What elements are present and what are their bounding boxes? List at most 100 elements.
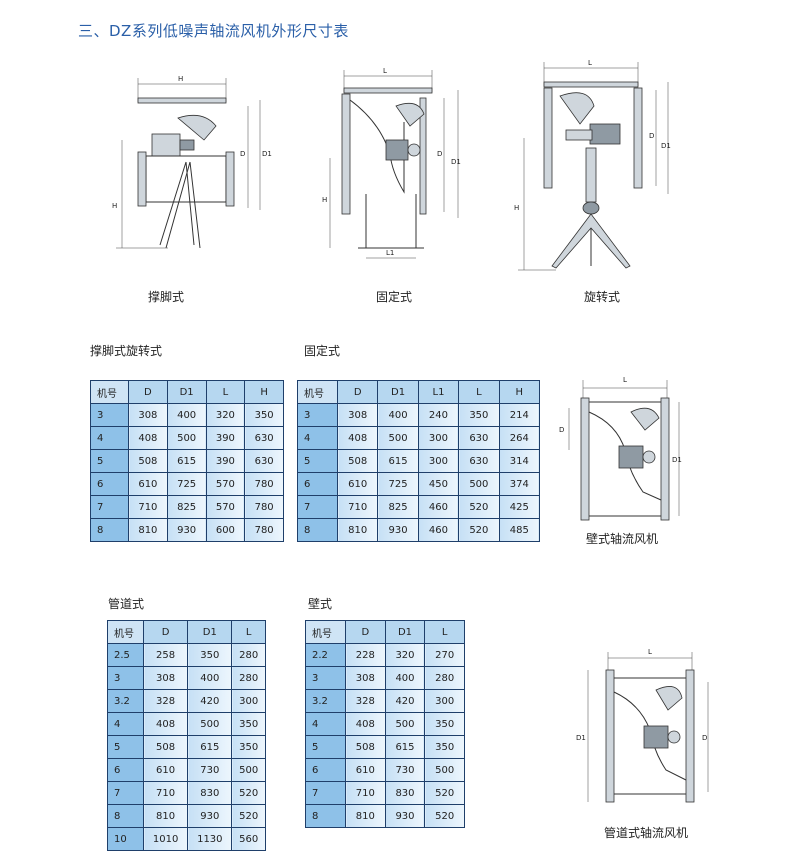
table-cell: 1010 [142, 827, 189, 851]
table-cell: 400 [384, 666, 426, 690]
table-cell: 570 [205, 495, 246, 519]
table-cell: 508 [345, 735, 386, 759]
table-cell: 520 [424, 804, 465, 828]
table-cell: 615 [187, 735, 233, 759]
table-cell: 3 [305, 666, 346, 690]
fixed-type-caption: 固定式 [376, 290, 413, 304]
table-cell: 930 [384, 804, 426, 828]
table-title-stand-rotary: 撑脚式旋转式 [90, 344, 163, 358]
table-cell: 390 [205, 426, 246, 450]
table-cell: 500 [231, 758, 266, 782]
table-header-cell: L [458, 380, 500, 404]
table-cell: 408 [345, 712, 386, 736]
stand-type-diagram: H H D D1 [112, 75, 272, 249]
table-cell: 350 [231, 712, 266, 736]
table-header-cell: 机号 [297, 380, 338, 404]
table-cell: 400 [166, 403, 207, 427]
table-cell: 280 [231, 643, 266, 667]
table-cell: 7 [305, 781, 346, 805]
table-cell: 408 [142, 712, 189, 736]
table-cell: 300 [231, 689, 266, 713]
table-cell: 350 [458, 403, 500, 427]
table-cell: 460 [417, 518, 460, 542]
table-cell: 214 [498, 403, 541, 427]
duct-type-caption: 管道式轴流风机 [604, 826, 689, 840]
dim-label: H [178, 75, 183, 83]
table-cell: 8 [297, 518, 338, 542]
table-cell: 4 [305, 712, 346, 736]
table-cell: 500 [458, 472, 500, 496]
table-cell: 710 [142, 781, 189, 805]
table-header-cell: L1 [417, 380, 460, 404]
table-cell: 420 [384, 689, 426, 713]
table-header-cell: D [336, 380, 379, 404]
wall-type-diagram: L D D1 [559, 376, 682, 521]
dim-label: D [240, 150, 245, 158]
table-cell: 10 [107, 827, 144, 851]
table-cell: 825 [166, 495, 207, 519]
table-cell: 508 [142, 735, 189, 759]
table-cell: 725 [166, 472, 207, 496]
table-cell: 4 [297, 426, 338, 450]
table-cell: 350 [187, 643, 233, 667]
table-cell: 500 [384, 712, 426, 736]
table-cell: 350 [244, 403, 284, 427]
table-header-cell: D1 [166, 380, 207, 404]
table-cell: 4 [90, 426, 129, 450]
table-cell: 930 [166, 518, 207, 542]
table-cell: 6 [297, 472, 338, 496]
table-header-cell: H [498, 380, 541, 404]
dim-label: L [588, 59, 592, 67]
table-cell: 8 [107, 804, 144, 828]
table-header-cell: L [231, 620, 266, 644]
table-cell: 560 [231, 827, 266, 851]
table-cell: 258 [142, 643, 189, 667]
table-cell: 374 [498, 472, 541, 496]
table-cell: 420 [187, 689, 233, 713]
table-cell: 6 [305, 758, 346, 782]
table-cell: 300 [424, 689, 465, 713]
duct-type-diagram: L D1 D [576, 648, 709, 803]
table-header-cell: 机号 [90, 380, 129, 404]
table-cell: 520 [458, 518, 500, 542]
table-cell: 3 [90, 403, 129, 427]
dim-label: D1 [672, 456, 682, 464]
table-cell: 4 [107, 712, 144, 736]
table-cell: 425 [498, 495, 541, 519]
table-cell: 300 [417, 426, 460, 450]
table-title-duct: 管道式 [108, 597, 145, 611]
table-cell: 710 [336, 495, 379, 519]
dim-label: H [514, 204, 519, 212]
dim-label: D [649, 132, 654, 140]
table-cell: 314 [498, 449, 541, 473]
table-header-cell: D [142, 620, 189, 644]
table-cell: 610 [142, 758, 189, 782]
table-header-cell: 机号 [107, 620, 144, 644]
table-cell: 350 [231, 735, 266, 759]
table-cell: 520 [424, 781, 465, 805]
table-cell: 408 [336, 426, 379, 450]
table-cell: 485 [498, 518, 541, 542]
dim-label: D [559, 426, 564, 434]
table-cell: 1130 [187, 827, 233, 851]
table-cell: 300 [417, 449, 460, 473]
table-header-cell: H [244, 380, 284, 404]
table-cell: 630 [244, 426, 284, 450]
table-cell: 264 [498, 426, 541, 450]
table-cell: 460 [417, 495, 460, 519]
dim-label: L [623, 376, 627, 384]
